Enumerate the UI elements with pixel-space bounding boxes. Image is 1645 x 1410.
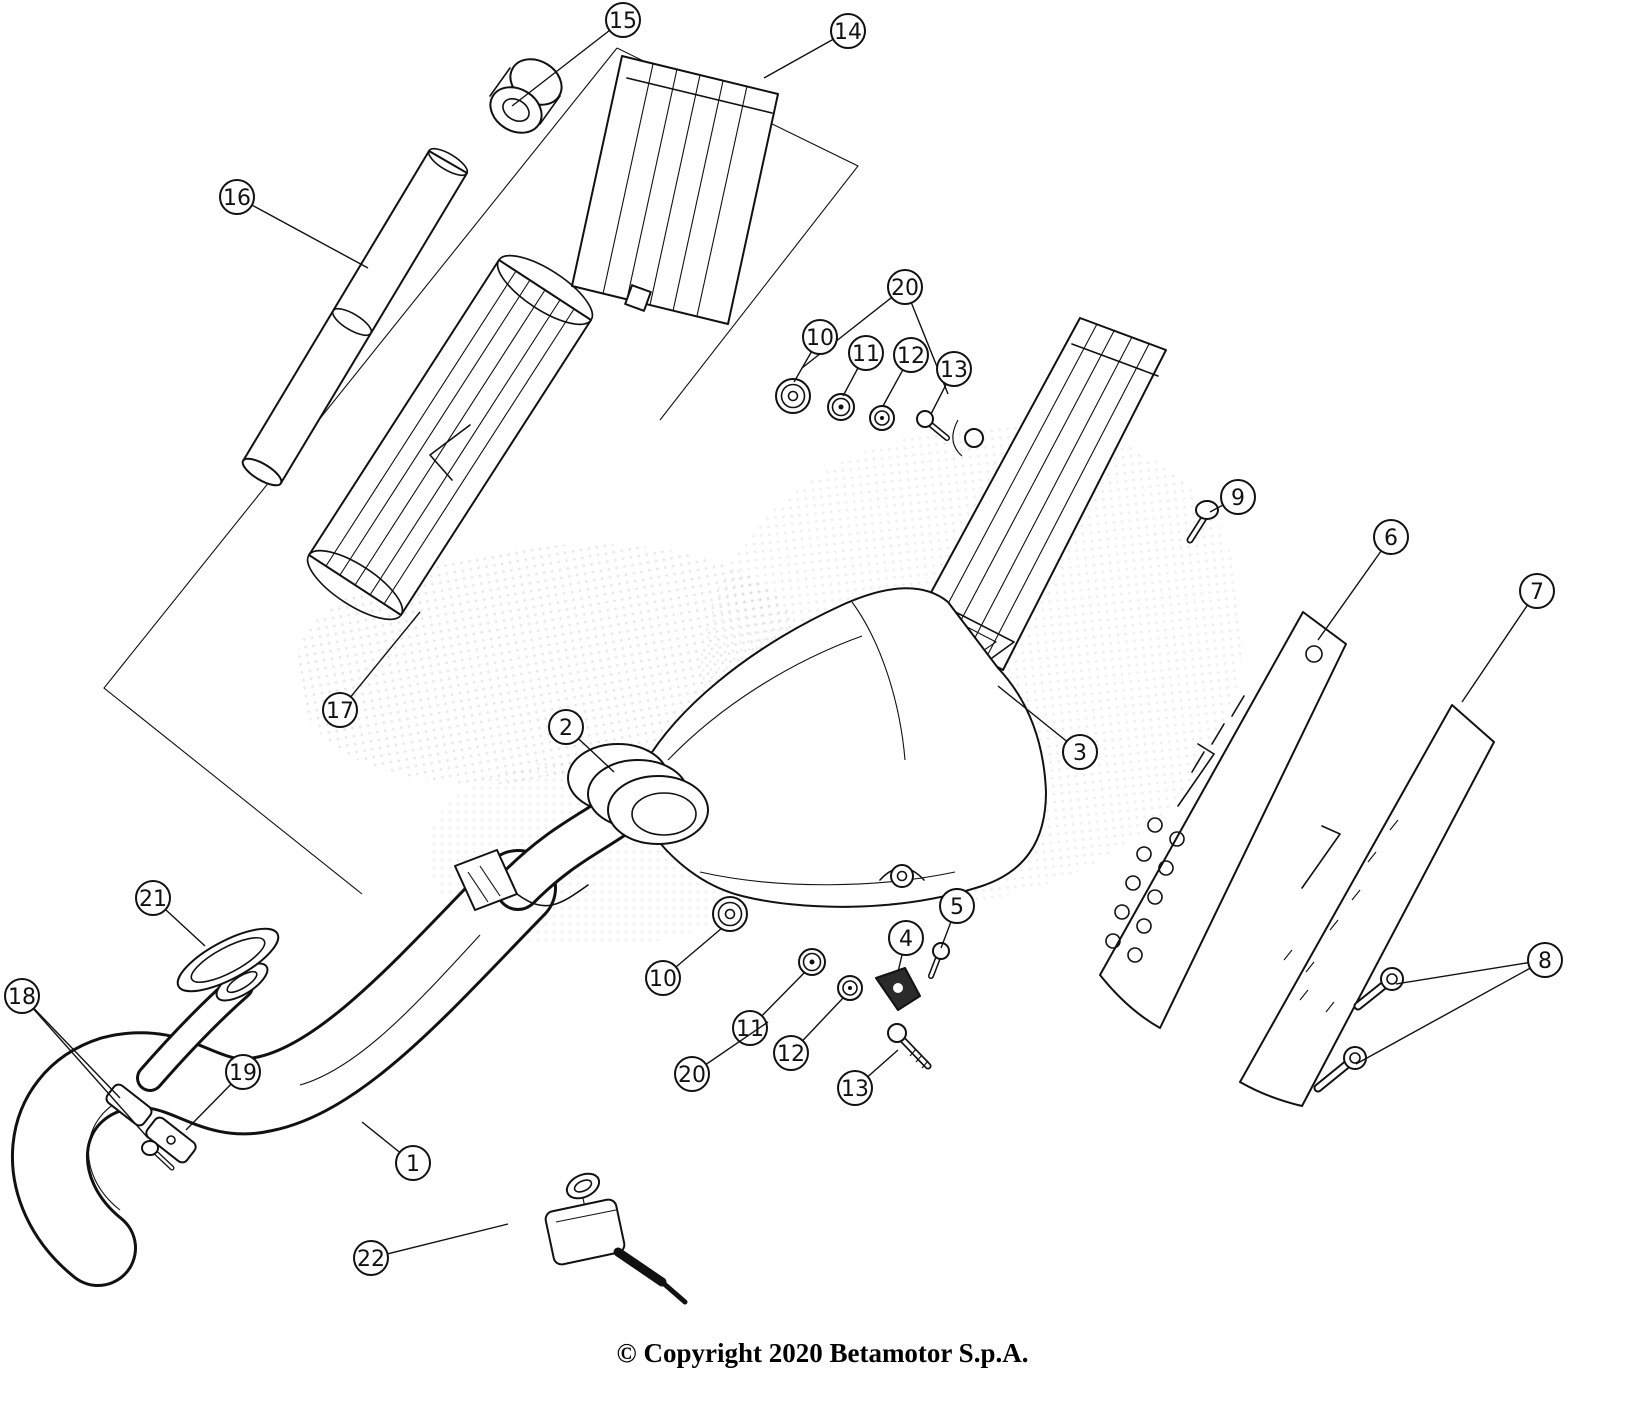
part-21-gasket [176,927,280,993]
callout-19: 19 [185,1054,261,1131]
svg-text:7: 7 [1530,580,1544,605]
callout-12: 12 [882,337,929,407]
svg-text:10: 10 [806,326,834,351]
callout-10: 10 [645,927,723,996]
svg-text:10: 10 [649,967,677,992]
callout-12: 12 [773,997,844,1071]
upper-mount-hardware [775,378,950,441]
svg-text:21: 21 [139,887,167,912]
svg-text:4: 4 [899,927,913,952]
svg-text:9: 9 [1231,486,1245,511]
callout-18: 18 [4,978,149,1139]
svg-text:5: 5 [950,895,964,920]
part-17-silencer-sleeve [306,254,594,621]
svg-text:3: 3 [1073,741,1087,766]
svg-text:13: 13 [841,1077,869,1102]
copyright-text: © Copyright 2020 Betamotor S.p.A. [616,1338,1029,1368]
callout-14: 14 [763,13,866,79]
part-16-inner-tube [241,147,469,487]
callout-13: 13 [930,351,972,415]
callout-22: 22 [353,1223,509,1276]
svg-text:16: 16 [223,186,251,211]
callout-2: 2 [548,709,615,773]
svg-text:2: 2 [559,716,573,741]
callout-layer: 15 14 16 20 10 11 12 13 9 6 7 17 2 3 21 5 4 8 10 18 11 12 19 20… [4,2,1563,1276]
callout-20: 20 [674,1021,769,1092]
callout-1: 1 [361,1121,431,1181]
part-15-bushing [489,58,563,134]
callout-9: 9 [1209,479,1256,515]
part-14-end-cap [571,55,779,325]
callout-11: 11 [732,971,806,1046]
svg-text:8: 8 [1538,949,1552,974]
part-8-bolts [1313,967,1404,1093]
callout-6: 6 [1317,519,1409,641]
svg-text:1: 1 [406,1152,420,1177]
part-22-mount-bracket [544,1172,688,1305]
callout-16: 16 [219,179,369,269]
svg-text:19: 19 [229,1061,257,1086]
svg-text:18: 18 [8,985,36,1010]
svg-text:13: 13 [940,358,968,383]
part-7-heat-guard [1239,704,1495,1107]
part-1-exhaust-pipe [10,795,635,1287]
svg-text:12: 12 [897,344,925,369]
callout-11: 11 [842,335,884,397]
callout-15: 15 [511,2,641,107]
callout-3: 3 [997,685,1098,770]
silencer-body [639,587,1047,908]
callout-13: 13 [837,1049,899,1106]
svg-text:12: 12 [777,1042,805,1067]
svg-text:20: 20 [891,276,919,301]
svg-text:11: 11 [852,342,880,367]
svg-text:17: 17 [326,699,354,724]
lower-mount-hardware [712,896,950,1070]
svg-text:15: 15 [609,9,637,34]
callout-8: 8 [1355,942,1563,1065]
callout-20: 20 [801,269,949,395]
callout-21: 21 [135,880,206,947]
callout-17: 17 [322,611,421,728]
svg-text:20: 20 [678,1063,706,1088]
part-2-gasket-rings [567,743,709,845]
svg-text:11: 11 [736,1017,764,1042]
svg-text:14: 14 [834,20,862,45]
svg-text:6: 6 [1384,526,1398,551]
callout-5: 5 [939,888,975,949]
callout-7: 7 [1461,573,1555,703]
part-18-19-clamps [105,1083,197,1171]
callout-4: 4 [888,920,924,973]
callout-10: 10 [793,319,838,383]
part-9-screw [1186,500,1219,544]
svg-text:22: 22 [357,1247,385,1272]
part-6-heat-shield [1099,611,1347,1029]
